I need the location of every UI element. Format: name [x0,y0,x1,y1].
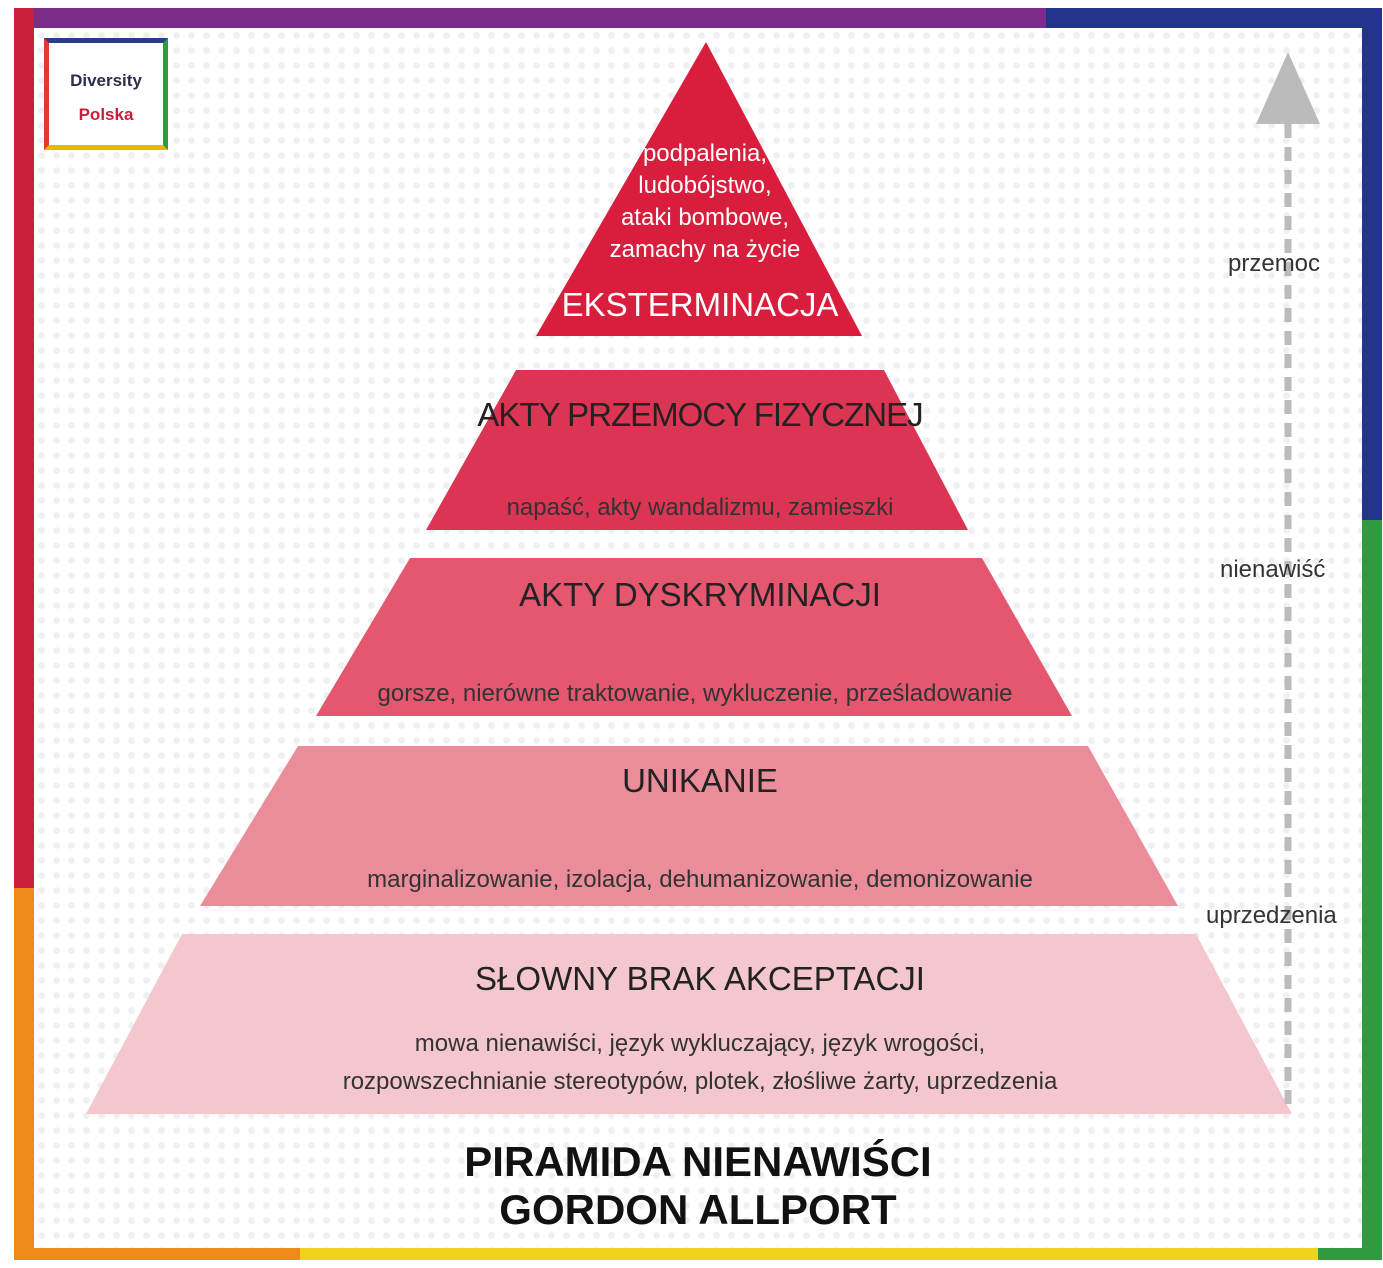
logo-line-2: Polska [78,105,134,124]
frame-left-top [14,8,34,888]
frame-top-left [14,8,1046,28]
frame-right-bottom [1362,520,1382,1260]
level-2-description: napaść, akty wandalizmu, zamieszki [506,494,894,521]
level-1-desc-line: ludobójstwo, [638,172,772,199]
pyramid-level-4-shape [200,746,1178,906]
frame-bottom-left [14,1248,300,1260]
diagram-title-line-2: GORDON ALLPORT [499,1186,897,1233]
diagram-title-line-1: PIRAMIDA NIENAWIŚCI [464,1138,932,1185]
level-5-title: SŁOWNY BRAK AKCEPTACJI [475,960,925,997]
pyramid-level-1-shape [536,42,862,336]
frame-right-top [1362,8,1382,520]
diagram-title: PIRAMIDA NIENAWIŚCI GORDON ALLPORT [300,1138,1096,1234]
level-4-title: UNIKANIE [622,762,778,799]
frame-bottom-mid [300,1248,1318,1260]
level-3-title: AKTY DYSKRYMINACJI [519,576,881,613]
logo-line-1: Diversity [70,71,142,90]
pyramid-level-5-shape [86,934,1292,1114]
level-5-description-line-2: rozpowszechnianie stereotypów, plotek, z… [342,1068,1058,1095]
level-5-description-line-1: mowa nienawiści, język wykluczający, jęz… [414,1030,986,1057]
pyramid-level-2-shape [426,370,968,530]
pyramid-level-3-shape [316,558,1072,716]
scale-label-bottom: uprzedzenia [1206,902,1337,929]
diversity-polska-logo: Diversity Polska [44,38,168,150]
level-1-desc-line: podpalenia, [642,140,768,167]
arrow-head-icon [1256,52,1320,124]
level-1-title: EKSTERMINACJA [561,286,839,323]
frame-left-bottom [14,888,34,1260]
frame-top-right [1046,8,1382,28]
level-1-desc-line: ataki bombowe, [620,204,790,231]
scale-label-top: przemoc [1228,250,1321,277]
level-2-title: AKTY PRZEMOCY FIZYCZNEJ [477,396,923,433]
frame-bottom-right [1318,1248,1382,1260]
level-1-description: podpalenia, ludobójstwo, ataki bombowe, … [560,138,850,266]
level-1-desc-line: zamachy na życie [609,236,801,263]
level-4-description: marginalizowanie, izolacja, dehumanizowa… [367,866,1033,893]
scale-label-middle: nienawiść [1220,556,1326,583]
level-3-description: gorsze, nierówne traktowanie, wykluczeni… [377,680,1013,707]
